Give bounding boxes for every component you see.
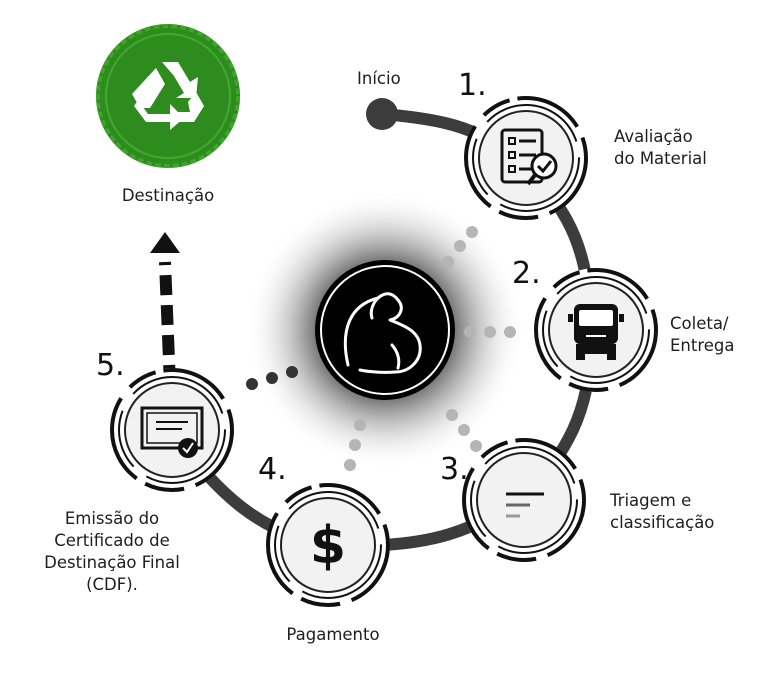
svg-text:$: $ <box>310 516 346 576</box>
destination-label: Destinação <box>121 186 215 205</box>
flexed-arm-icon <box>343 292 422 374</box>
step-5-number: 5. <box>96 348 125 383</box>
step-4-badge: $ <box>266 483 390 607</box>
step-2-label: Coleta/Entrega <box>670 314 735 355</box>
certificate-icon <box>140 406 204 458</box>
step-4-number: 4. <box>258 452 287 487</box>
step-4-label: Pagamento <box>286 625 380 644</box>
sorting-lines-icon <box>506 492 544 518</box>
step-2-number: 2. <box>512 256 541 291</box>
destination-arrow-line <box>159 261 176 386</box>
step-5-badge <box>110 368 234 492</box>
step-3-badge <box>462 438 586 562</box>
start-label: Início <box>357 69 401 88</box>
step-1-number: 1. <box>458 68 487 103</box>
step-2-badge <box>534 268 658 392</box>
destination-badge <box>96 24 240 168</box>
up-arrow-icon <box>150 232 180 253</box>
start-dot <box>366 98 398 130</box>
step-1-badge <box>464 96 588 220</box>
recycle-icon <box>132 62 204 130</box>
checklist-icon <box>500 128 558 186</box>
dollar-icon: $ <box>310 516 346 576</box>
step-3-number: 3. <box>440 452 469 487</box>
truck-icon <box>568 304 624 360</box>
dotted-connectors <box>246 226 516 471</box>
center-badge <box>315 260 455 400</box>
